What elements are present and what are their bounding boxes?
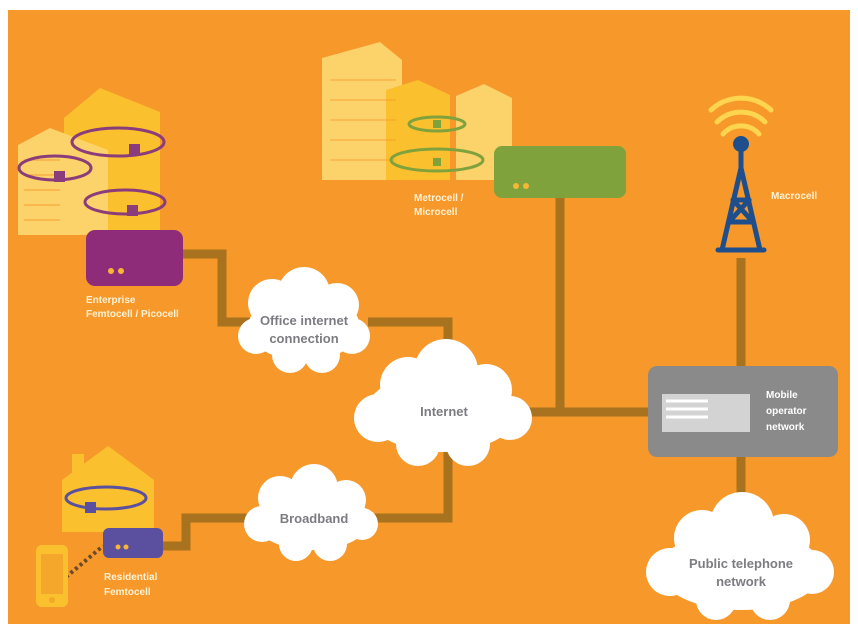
operator-label-line1: Mobile — [766, 390, 798, 401]
broadband-cloud-label: Broadband — [280, 511, 349, 526]
link-enterprise-office — [183, 249, 250, 327]
internet-cloud — [354, 339, 532, 466]
metro-label-line2: Microcell — [414, 207, 458, 218]
phone-connection-dots — [64, 544, 105, 579]
office-cloud-label-line1: Office internet — [260, 313, 349, 328]
enterprise-label-line1: Enterprise — [86, 295, 136, 306]
link-broadband-residential — [160, 513, 252, 551]
metro-label-line1: Metrocell / — [414, 193, 464, 204]
office-cloud — [238, 267, 370, 373]
residential-label-line1: Residential — [104, 572, 158, 583]
link-internet-broadband — [370, 450, 453, 523]
connection-lines — [160, 195, 746, 551]
residential-femtocell-router — [103, 528, 163, 558]
enterprise-label-line2: Femtocell / Picocell — [86, 309, 179, 320]
metrocell-router — [494, 146, 626, 198]
pstn-cloud-label-line1: Public telephone — [689, 556, 793, 571]
broadband-cloud — [244, 464, 378, 561]
internet-cloud-label: Internet — [420, 404, 468, 419]
cell-tower-icon — [708, 95, 774, 253]
house-icon — [62, 446, 154, 532]
pstn-cloud — [646, 492, 834, 620]
mobile-phone-icon — [36, 545, 68, 607]
enterprise-femtocell-router — [86, 230, 183, 286]
mobile-operator-network-box — [648, 366, 838, 457]
office-cloud-label-line2: connection — [269, 331, 338, 346]
operator-label-line3: network — [766, 422, 805, 433]
residential-label-line2: Femtocell — [104, 587, 151, 598]
operator-label-line2: operator — [766, 406, 807, 417]
macro-label: Macrocell — [771, 191, 817, 202]
office-building-icon — [17, 88, 167, 235]
pstn-cloud-label-line2: network — [716, 574, 767, 589]
